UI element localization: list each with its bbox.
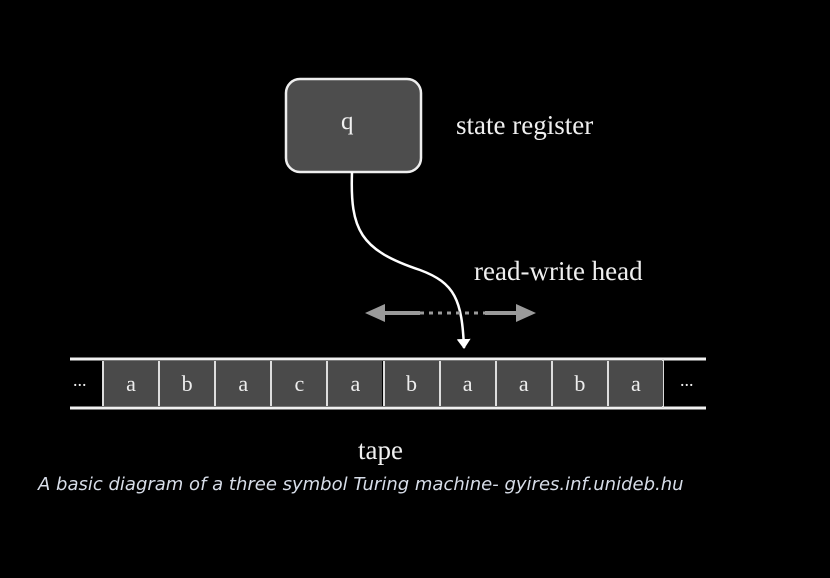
caption: A basic diagram of a three symbol Turing… <box>38 474 684 495</box>
move-direction-arrow <box>365 304 536 322</box>
tape-cell: a <box>606 361 663 406</box>
tape-label: tape <box>358 435 403 465</box>
state-symbol: q <box>341 108 354 135</box>
tape-cell: a <box>326 361 383 406</box>
tape-cell: b <box>158 361 215 406</box>
tape-right-ellipsis: ... <box>680 370 694 390</box>
tape-cell: a <box>102 361 159 406</box>
head-pointer-arrow <box>350 171 471 349</box>
state-register-label: state register <box>456 110 594 140</box>
tape-cell: b <box>550 361 607 406</box>
state-register-box <box>284 77 423 174</box>
tape-cell: b <box>382 361 439 406</box>
tape-cell: a <box>438 361 495 406</box>
tape-cell: a <box>214 361 271 406</box>
read-write-head-label: read-write head <box>474 256 643 286</box>
tape-cell: c <box>270 361 327 406</box>
tape-left-ellipsis: ... <box>73 370 87 390</box>
tape-cell: a <box>494 361 551 406</box>
